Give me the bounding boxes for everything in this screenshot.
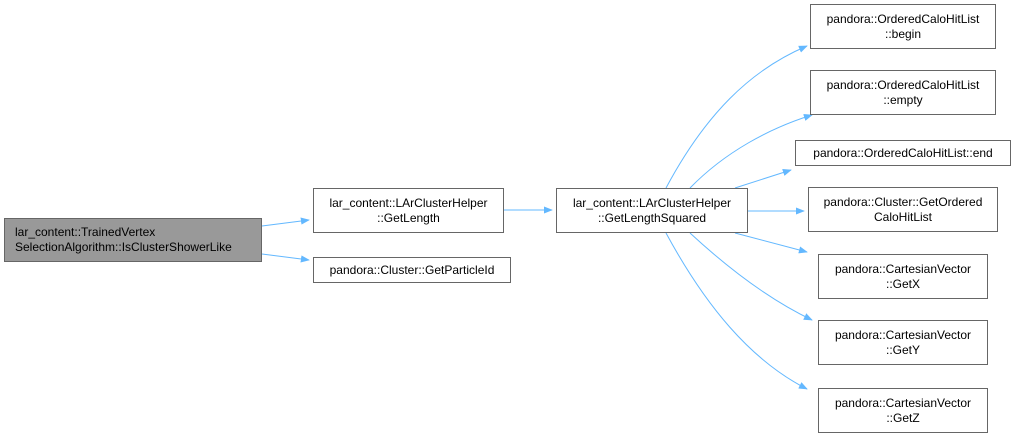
node-label-line2: ::GetX	[885, 276, 920, 291]
node-label-line1: pandora::CartesianVector	[834, 261, 972, 276]
node-ordered-calo-hit-list-end[interactable]: pandora::OrderedCaloHitList::end	[795, 140, 1011, 166]
node-label-line1: lar_content::TrainedVertex	[15, 225, 156, 239]
node-label-line1: pandora::OrderedCaloHitList	[826, 11, 980, 26]
node-get-particle-id[interactable]: pandora::Cluster::GetParticleId	[313, 257, 511, 283]
edge-lensq-to-getx	[734, 232, 808, 254]
edge-root-to-getlength	[261, 217, 310, 227]
node-label-line1: pandora::OrderedCaloHitList	[826, 77, 980, 92]
node-cartesian-vector-get-y[interactable]: pandora::CartesianVector ::GetY	[818, 320, 988, 365]
node-cartesian-vector-get-z[interactable]: pandora::CartesianVector ::GetZ	[818, 388, 988, 433]
node-label-line1: lar_content::LArClusterHelper	[572, 195, 732, 210]
node-label-line2: ::GetY	[885, 342, 920, 357]
node-label-line2: CaloHitList	[873, 209, 933, 224]
node-label-line1: lar_content::LArClusterHelper	[329, 195, 488, 210]
node-ordered-calo-hit-list-empty[interactable]: pandora::OrderedCaloHitList ::empty	[810, 70, 996, 115]
node-label-line1: pandora::CartesianVector	[834, 327, 972, 342]
edge-lensq-to-begin	[665, 45, 808, 189]
node-get-length[interactable]: lar_content::LArClusterHelper ::GetLengt…	[313, 188, 504, 233]
node-label-line1: pandora::OrderedCaloHitList::end	[813, 145, 993, 160]
node-label-line2: ::GetLength	[377, 210, 440, 225]
edge-lensq-to-end	[734, 169, 792, 189]
node-get-length-squared[interactable]: lar_content::LArClusterHelper ::GetLengt…	[556, 188, 748, 233]
node-label-line2: ::GetLengthSquared	[597, 210, 707, 225]
node-label-line2: ::GetZ	[886, 410, 920, 425]
edge-lensq-to-gety	[689, 232, 813, 321]
node-ordered-calo-hit-list-begin[interactable]: pandora::OrderedCaloHitList ::begin	[810, 4, 996, 49]
edge-root-to-particleid	[261, 253, 310, 263]
node-cartesian-vector-get-x[interactable]: pandora::CartesianVector ::GetX	[818, 254, 988, 299]
node-label-line2: ::begin	[884, 26, 922, 41]
node-label-line2: ::empty	[883, 92, 923, 107]
node-label-line1: pandora::CartesianVector	[834, 395, 972, 410]
node-is-cluster-shower-like: lar_content::TrainedVertex SelectionAlgo…	[4, 218, 262, 262]
node-get-ordered-calo-hit-list[interactable]: pandora::Cluster::GetOrdered CaloHitList	[808, 187, 998, 232]
node-label-line1: pandora::Cluster::GetParticleId	[329, 262, 495, 277]
edge-lensq-to-empty	[689, 113, 813, 189]
node-label-line2: SelectionAlgorithm::IsClusterShowerLike	[15, 240, 232, 254]
edge-lensq-to-getz	[665, 232, 808, 390]
node-label-line1: pandora::Cluster::GetOrdered	[823, 194, 983, 209]
